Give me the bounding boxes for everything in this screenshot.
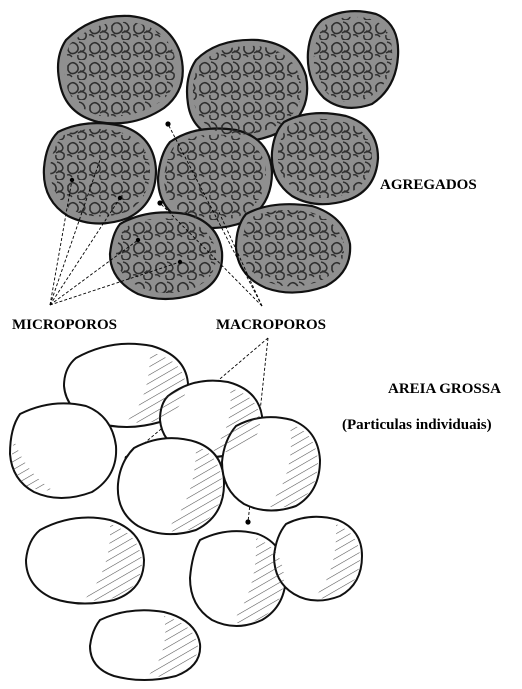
label-microporos: MICROPOROS — [12, 318, 117, 333]
sand-grains-group — [10, 344, 362, 680]
label-agregados: AGREGADOS — [380, 178, 477, 193]
label-particulas-individuais: (Particulas individuais) — [342, 418, 492, 433]
label-macroporos: MACROPOROS — [216, 318, 326, 333]
aggregates-group — [44, 11, 398, 299]
label-areia-grossa: AREIA GROSSA — [388, 382, 501, 397]
